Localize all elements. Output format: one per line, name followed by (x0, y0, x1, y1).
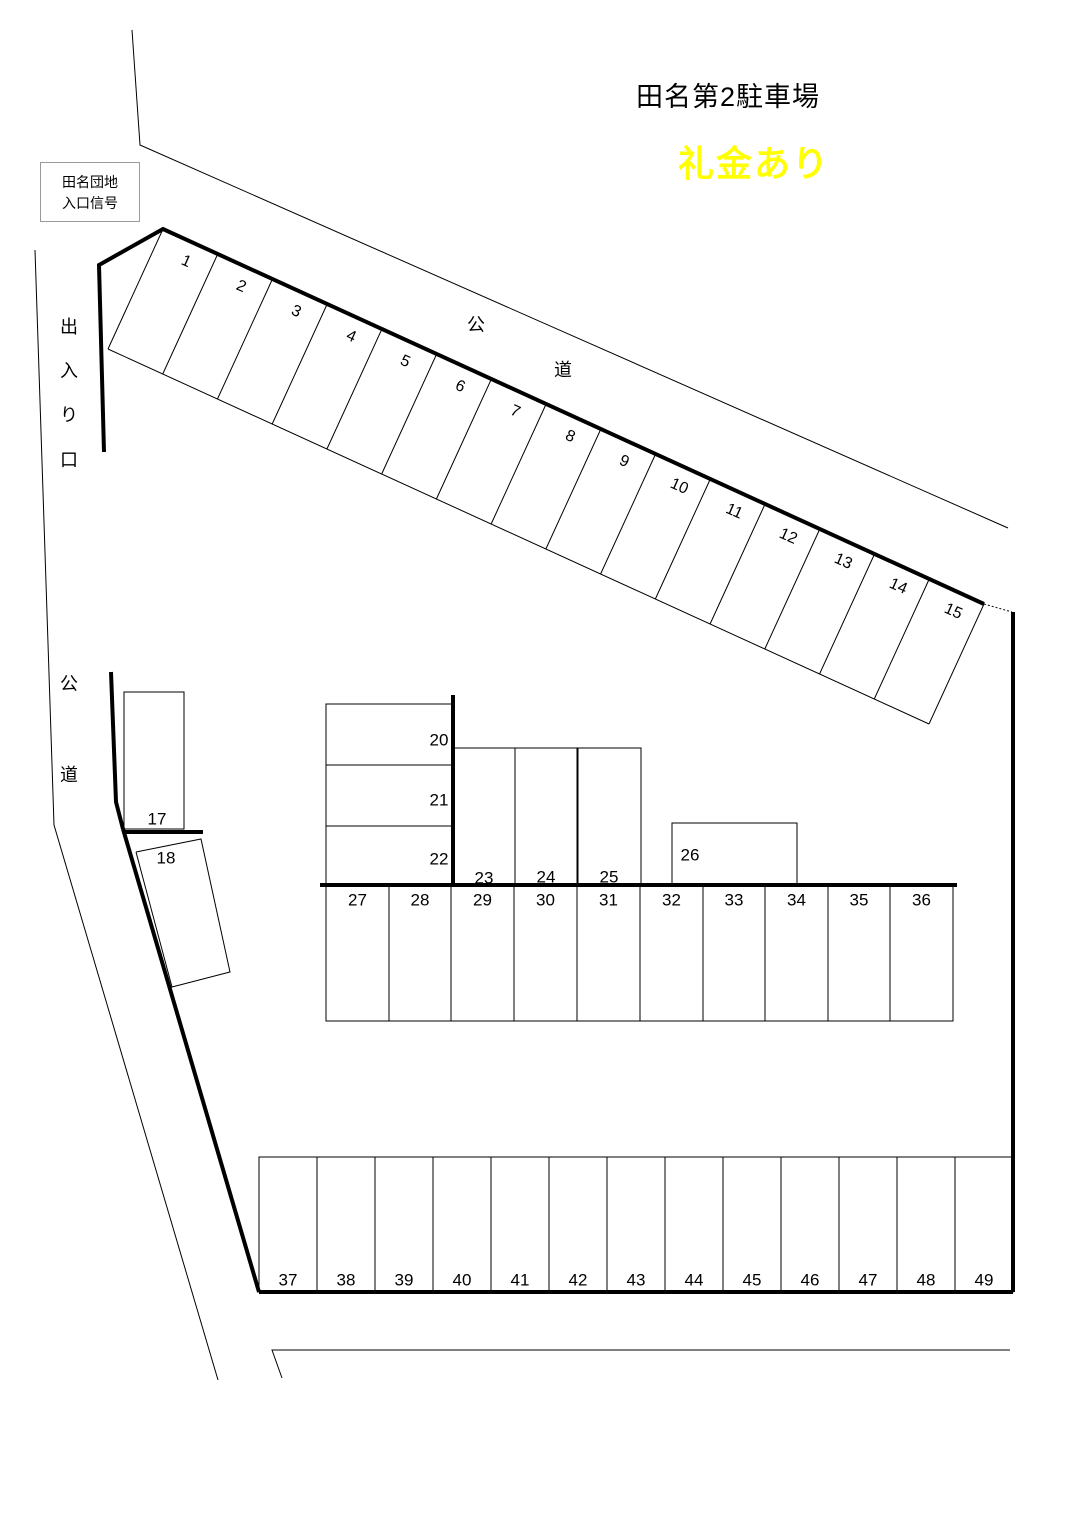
upper-space (452, 747, 516, 886)
diagonal-space-divider (107, 228, 164, 350)
diagonal-space-divider (873, 578, 930, 700)
space-number: 20 (429, 730, 449, 750)
diagonal-space-divider (326, 328, 383, 450)
diagonal-space-divider (654, 478, 711, 600)
lot-boundary-left-upper (109, 671, 125, 830)
space-number: 47 (858, 1270, 878, 1290)
road-edge-bottom (271, 1349, 1010, 1379)
space-number: 25 (599, 867, 619, 887)
road-left-char: 公 (60, 674, 78, 694)
road-left-char: 道 (60, 765, 78, 785)
key-money-notice: 礼金あり (678, 143, 831, 184)
space-number: 43 (626, 1270, 646, 1290)
space-18 (135, 838, 231, 988)
space-number: 35 (849, 890, 869, 910)
diagonal-space-divider (600, 453, 657, 575)
diagonal-space-divider (490, 403, 547, 525)
space-number: 24 (536, 867, 556, 887)
diagonal-space-divider (545, 428, 602, 550)
space-number: 45 (742, 1270, 762, 1290)
space-number: 32 (662, 890, 681, 910)
space-number: 29 (473, 890, 492, 910)
space-number: 27 (348, 890, 367, 910)
space-number: 41 (510, 1270, 530, 1290)
upper-space (514, 747, 578, 886)
space-number: 26 (680, 845, 700, 865)
entrance-char: 口 (60, 450, 78, 470)
road-edge-left (34, 249, 219, 1381)
upper-space (577, 747, 642, 886)
diagonal-space-divider (271, 303, 328, 425)
bottom-space (954, 1156, 1014, 1293)
page-title: 田名第2駐車場 (636, 82, 821, 112)
entrance-char: 入 (60, 361, 78, 381)
lot-boundary-top (96, 226, 985, 606)
space-number: 34 (787, 890, 806, 910)
diagonal-space-divider (709, 503, 766, 625)
space-number: 17 (147, 809, 167, 829)
space-number: 48 (916, 1270, 936, 1290)
signal-label-line-2: 入口信号 (62, 195, 118, 211)
space-number: 37 (278, 1270, 298, 1290)
space-number: 22 (429, 849, 449, 869)
diagonal-space-divider (928, 603, 985, 725)
space-number: 18 (156, 848, 176, 868)
road-edge-top (131, 29, 1009, 529)
diagonal-space-divider (819, 553, 875, 675)
signal-label-line-1: 田名団地 (62, 174, 118, 190)
signal-label-box: 田名団地 入口信号 (40, 162, 140, 222)
space-number: 49 (974, 1270, 994, 1290)
space-number: 42 (568, 1270, 588, 1290)
entrance-char: 出 (60, 317, 78, 337)
space-number: 31 (599, 890, 618, 910)
diagonal-space-divider (381, 353, 438, 475)
space-17 (123, 691, 185, 830)
diagonal-space-divider (162, 253, 219, 375)
road-top-char: 公 (467, 315, 485, 335)
road-top-char: 道 (554, 360, 572, 380)
diagonal-space-divider (217, 278, 273, 400)
lot-boundary-dotted (983, 603, 1013, 613)
entrance-char: り (60, 405, 78, 425)
lot-boundary-left-lower (121, 828, 261, 1293)
space-number: 33 (724, 890, 744, 910)
space-number: 30 (536, 890, 555, 910)
space-number: 39 (394, 1270, 414, 1290)
diagonal-row-back-line (107, 348, 930, 725)
diagonal-space-divider (764, 528, 821, 650)
space-number: 40 (452, 1270, 472, 1290)
space-number: 46 (800, 1270, 820, 1290)
space-number: 38 (336, 1270, 356, 1290)
space-number: 44 (684, 1270, 704, 1290)
diagonal-space-divider (435, 378, 492, 500)
middle-space (889, 884, 954, 1022)
space-number: 28 (410, 890, 430, 910)
space-number: 21 (429, 790, 449, 810)
space-number: 36 (912, 890, 931, 910)
space-number: 23 (474, 868, 494, 888)
